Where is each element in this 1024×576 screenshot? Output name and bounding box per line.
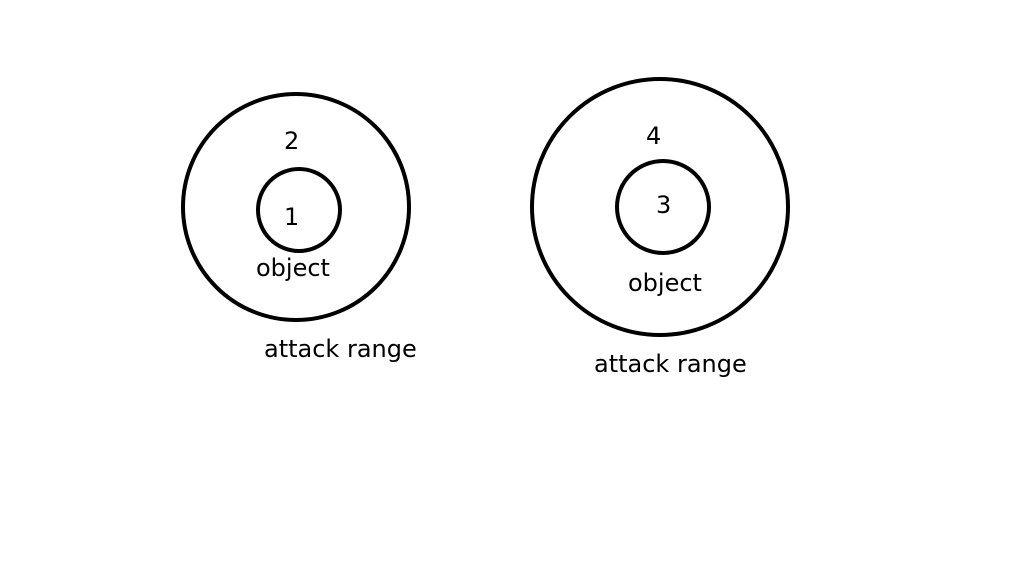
object-label-right: object xyxy=(628,269,702,297)
object-label-left: object xyxy=(256,254,330,282)
outer-number-right: 4 xyxy=(646,122,662,150)
attack-range-label-right: attack range xyxy=(594,350,747,378)
outer-number-left: 2 xyxy=(284,127,300,155)
inner-number-left: 1 xyxy=(284,203,300,231)
attack-range-circle-left xyxy=(181,92,411,322)
inner-number-right: 3 xyxy=(656,191,672,219)
object-circle-left xyxy=(256,167,342,253)
object-circle-right xyxy=(615,159,711,255)
attack-range-label-left: attack range xyxy=(264,335,417,363)
attack-range-circle-right xyxy=(530,77,790,337)
